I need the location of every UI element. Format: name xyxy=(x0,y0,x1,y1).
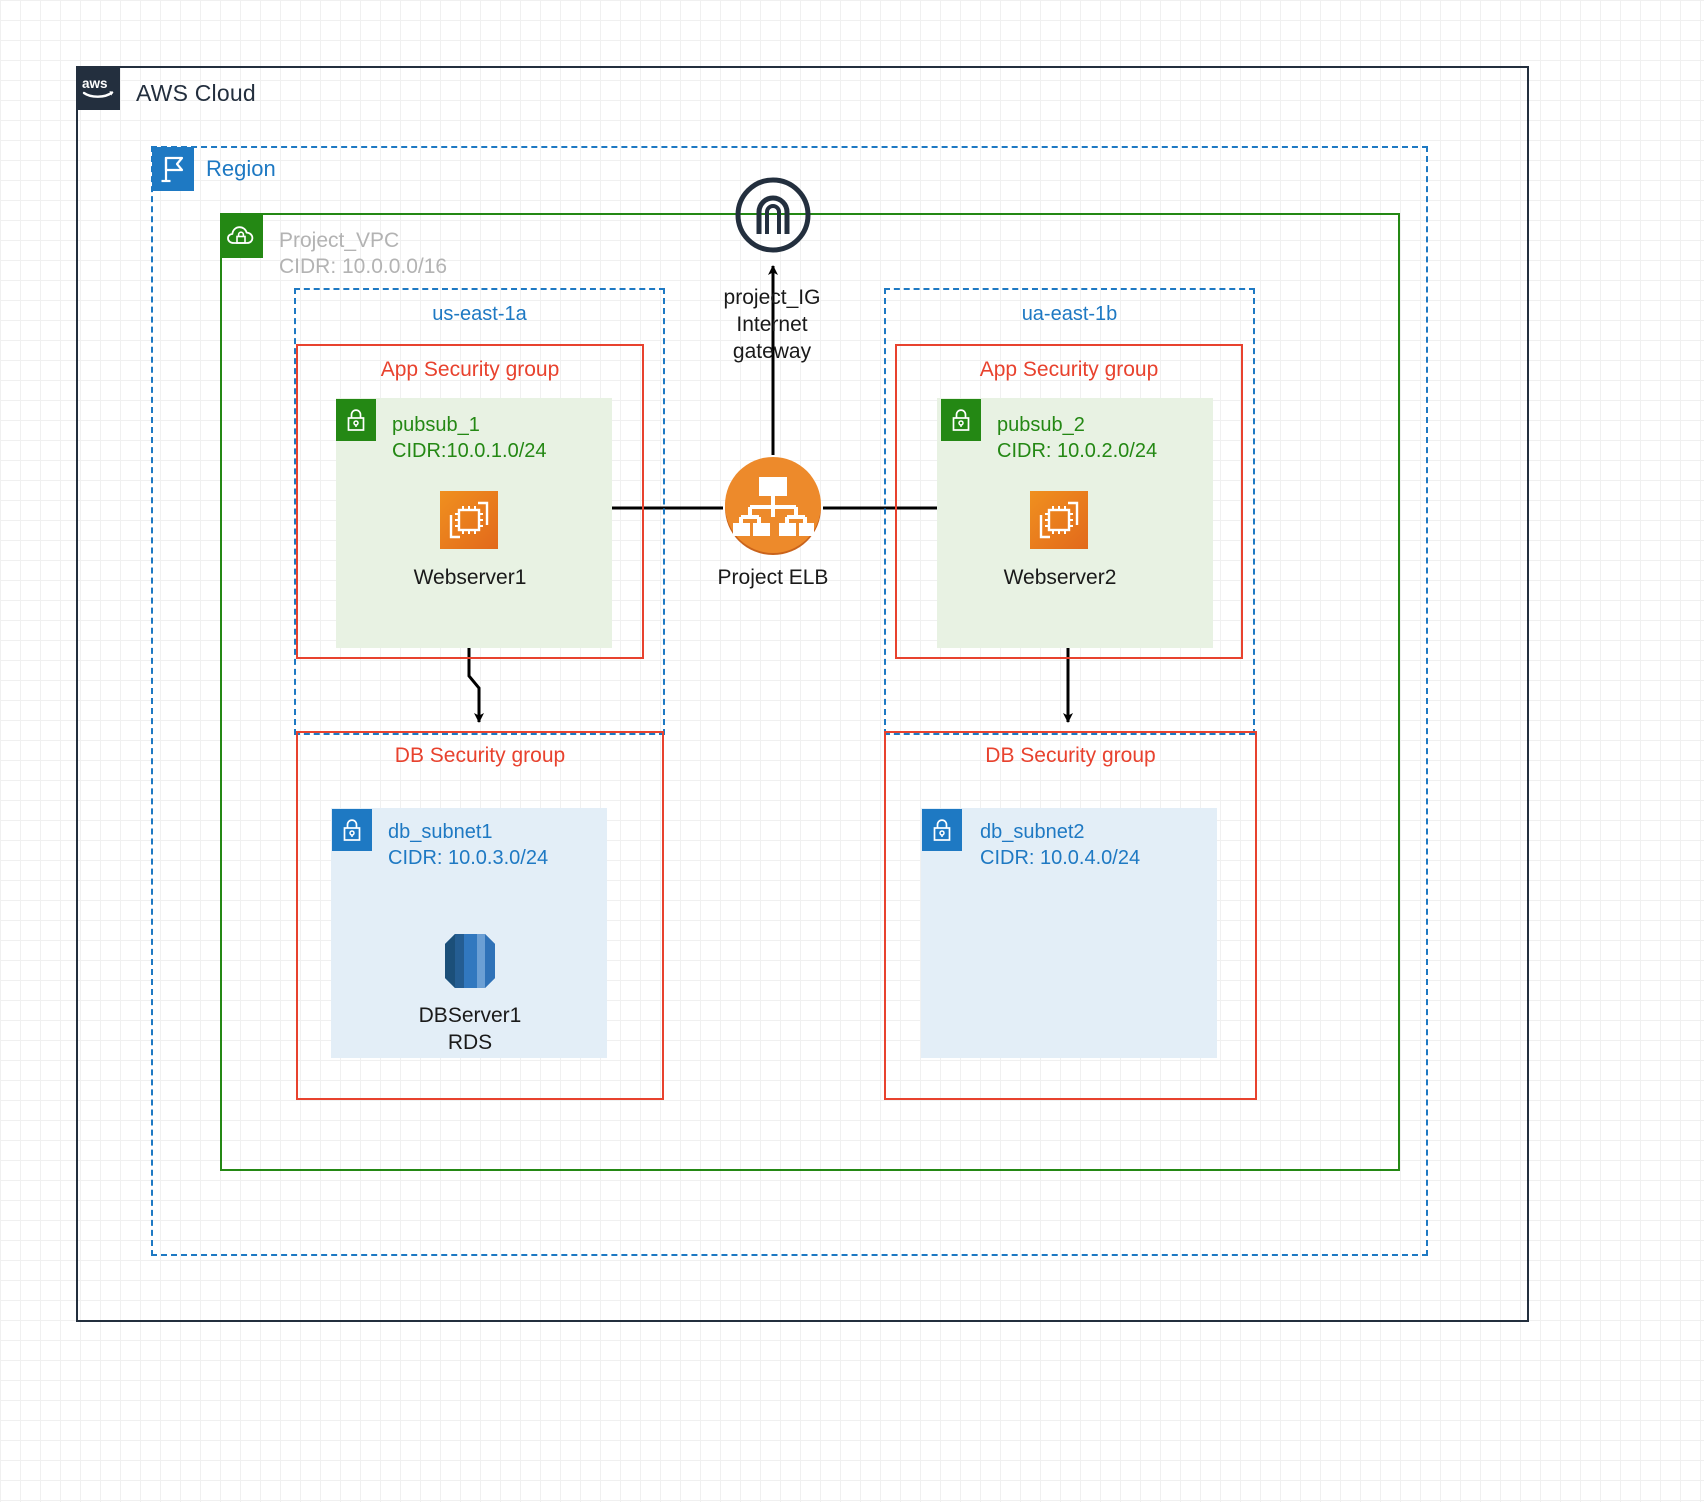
rds-database-icon[interactable] xyxy=(441,930,499,992)
elastic-load-balancer-icon[interactable] xyxy=(723,455,823,555)
app-security-group-a-label: App Security group xyxy=(380,358,560,381)
db-security-group-a-label: DB Security group xyxy=(394,744,566,767)
lock-icon xyxy=(336,399,376,441)
app-security-group-b-label: App Security group xyxy=(979,358,1159,381)
dbserver1-label: DBServer1 RDS xyxy=(418,1004,522,1054)
svg-text:aws: aws xyxy=(82,76,108,91)
internet-gateway-icon[interactable] xyxy=(734,176,812,254)
subnet-pubsub1-label: pubsub_1 CIDR:10.0.1.0/24 xyxy=(392,414,547,462)
vpc-label: Project_VPC CIDR: 10.0.0.0/16 xyxy=(279,229,448,278)
internet-gateway-label: project_IG Internet gateway xyxy=(723,286,821,363)
region-container xyxy=(151,146,1428,1256)
subnet-db-subnet1-label: db_subnet1 CIDR: 10.0.3.0/24 xyxy=(388,821,549,869)
app-security-group-a-container xyxy=(296,344,644,659)
subnet-pubsub2-label: pubsub_2 CIDR: 10.0.2.0/24 xyxy=(997,414,1158,462)
ec2-instance-icon[interactable] xyxy=(440,491,498,549)
aws-cloud-container xyxy=(76,66,1529,1322)
lock-icon xyxy=(922,809,962,851)
db-security-group-b-container xyxy=(884,731,1257,1100)
lock-icon xyxy=(941,399,981,441)
availability-zone-b-container xyxy=(884,288,1255,735)
region-label: Region xyxy=(206,156,276,181)
webserver2-label: Webserver2 xyxy=(1003,566,1117,589)
availability-zone-a-label: us-east-1a xyxy=(432,303,527,325)
subnet-db-subnet2-label: db_subnet2 CIDR: 10.0.4.0/24 xyxy=(980,821,1141,869)
webserver1-label: Webserver1 xyxy=(413,566,527,589)
availability-zone-a-container xyxy=(294,288,665,735)
subnet-db-subnet2 xyxy=(921,808,1217,1058)
subnet-db-subnet1 xyxy=(331,808,607,1058)
db-security-group-b-label: DB Security group xyxy=(985,744,1156,767)
lock-icon xyxy=(332,809,372,851)
vpc-cloud-lock-icon xyxy=(221,214,263,258)
aws-logo-icon: aws xyxy=(76,66,120,110)
aws-cloud-label: AWS Cloud xyxy=(136,80,256,106)
elb-label: Project ELB xyxy=(717,566,829,589)
availability-zone-b-label: ua-east-1b xyxy=(1021,303,1118,325)
ec2-instance-icon[interactable] xyxy=(1030,491,1088,549)
db-security-group-a-container xyxy=(296,731,664,1100)
app-security-group-b-container xyxy=(895,344,1243,659)
region-flag-icon xyxy=(152,147,194,191)
